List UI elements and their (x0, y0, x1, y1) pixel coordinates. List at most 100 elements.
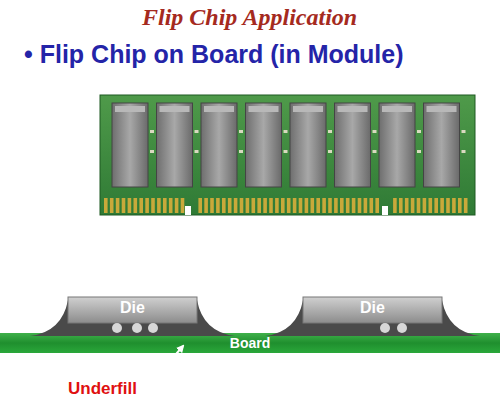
gold-finger (128, 198, 132, 213)
smd-part (284, 150, 288, 153)
gold-finger (352, 198, 356, 213)
gold-finger (328, 198, 332, 213)
smd-part (284, 130, 288, 133)
gold-finger (246, 198, 250, 213)
gold-finger (316, 198, 320, 213)
gold-finger (393, 198, 397, 213)
gold-finger (458, 198, 462, 213)
gold-finger (210, 198, 214, 213)
die-label-box: Die (68, 297, 197, 319)
memory-chip (246, 103, 282, 187)
gold-finger (275, 198, 279, 213)
key-notch (185, 206, 191, 215)
gold-finger (151, 198, 155, 213)
gold-finger (252, 198, 256, 213)
smd-part (373, 150, 377, 153)
gold-finger (322, 198, 326, 213)
gold-finger (446, 198, 450, 213)
gold-finger (139, 198, 143, 213)
gold-finger (204, 198, 208, 213)
smd-part (417, 150, 421, 153)
gold-finger (175, 198, 179, 213)
memory-chip (201, 103, 237, 187)
callout-label: Underfill (68, 379, 137, 399)
gold-finger (222, 198, 226, 213)
chip-highlight (338, 106, 368, 112)
gold-finger (234, 198, 238, 213)
smd-part (417, 130, 421, 133)
gold-finger (452, 198, 456, 213)
gold-finger (163, 198, 167, 213)
gold-finger (346, 198, 350, 213)
gold-finger (257, 198, 261, 213)
smd-part (373, 130, 377, 133)
gold-finger (110, 198, 114, 213)
smd-part (150, 150, 154, 153)
gold-finger (305, 198, 309, 213)
gold-finger (411, 198, 415, 213)
chip-highlight (204, 106, 234, 112)
title: Flip Chip Application (142, 4, 357, 31)
gold-finger (334, 198, 338, 213)
memory-chip (379, 103, 415, 187)
memory-chip (290, 103, 326, 187)
memory-chip (424, 103, 460, 187)
gold-finger (281, 198, 285, 213)
gold-finger (157, 198, 161, 213)
smd-part (328, 150, 332, 153)
gold-finger (429, 198, 433, 213)
gold-finger (228, 198, 232, 213)
gold-finger (240, 198, 244, 213)
smd-part (239, 150, 243, 153)
smd-part (239, 130, 243, 133)
gold-finger (405, 198, 409, 213)
memory-chip (157, 103, 193, 187)
board-label: Board (230, 336, 270, 350)
gold-finger (364, 198, 368, 213)
smd-part (195, 130, 199, 133)
gold-finger (293, 198, 297, 213)
memory-module (100, 95, 475, 215)
smd-part (328, 130, 332, 133)
chip-highlight (160, 106, 190, 112)
gold-finger (340, 198, 344, 213)
gold-finger (216, 198, 220, 213)
key-notch (382, 206, 388, 215)
gold-finger (169, 198, 173, 213)
smd-part (195, 150, 199, 153)
gold-finger (299, 198, 303, 213)
chip-highlight (115, 106, 145, 112)
gold-finger (311, 198, 315, 213)
memory-chip (112, 103, 148, 187)
chip-highlight (293, 106, 323, 112)
gold-finger (122, 198, 126, 213)
chip-highlight (427, 106, 457, 112)
memory-chip (335, 103, 371, 187)
gold-finger (423, 198, 427, 213)
smd-part (462, 150, 466, 153)
gold-finger (263, 198, 267, 213)
gold-finger (181, 198, 185, 213)
gold-finger (198, 198, 202, 213)
gold-finger (116, 198, 120, 213)
die-label-box: Die (303, 297, 442, 319)
cross-section (0, 297, 500, 381)
leader-arrow (153, 346, 183, 381)
chip-highlight (382, 106, 412, 112)
gold-finger (287, 198, 291, 213)
die-label: Die (120, 300, 145, 316)
gold-finger (417, 198, 421, 213)
gold-finger (145, 198, 149, 213)
gold-finger (269, 198, 273, 213)
smd-part (150, 130, 154, 133)
bullet-heading: • Flip Chip on Board (in Module) (24, 40, 404, 69)
smd-part (462, 130, 466, 133)
gold-finger (358, 198, 362, 213)
board-band: Board (0, 333, 500, 353)
gold-finger (134, 198, 138, 213)
chip-highlight (249, 106, 279, 112)
gold-finger (399, 198, 403, 213)
gold-finger (375, 198, 379, 213)
gold-finger (434, 198, 438, 213)
gold-finger (440, 198, 444, 213)
